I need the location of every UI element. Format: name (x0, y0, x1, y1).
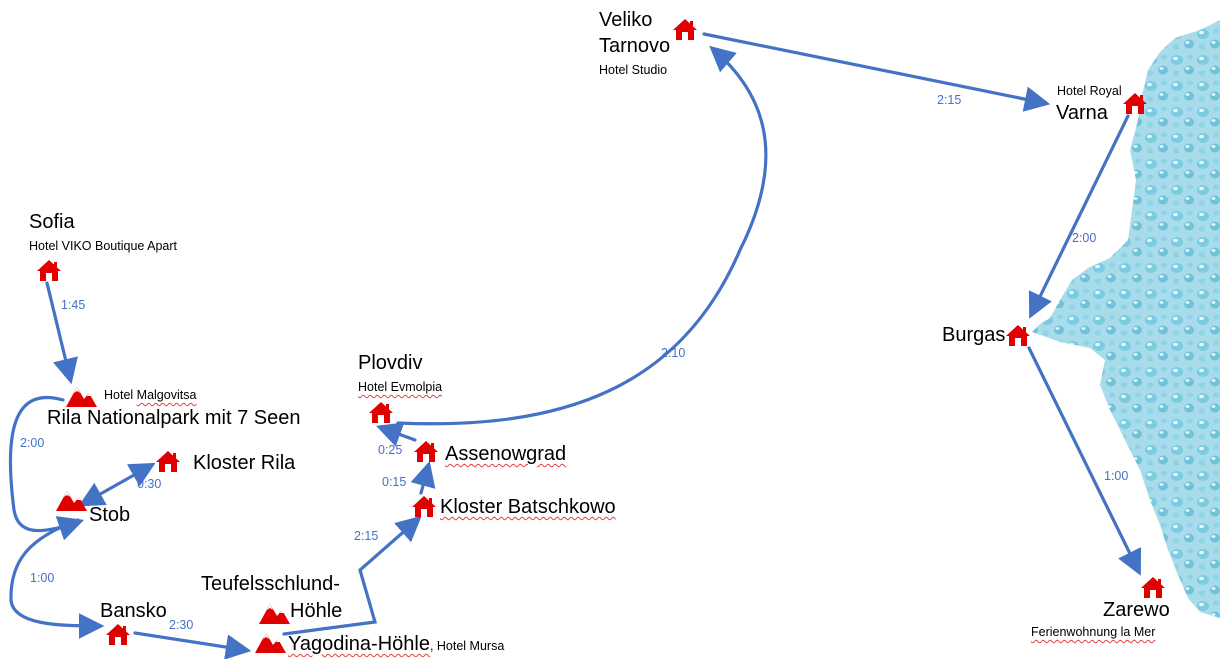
place-name-kloster-rila: Kloster Rila (193, 452, 296, 474)
route-veliko-varna (702, 32, 1051, 112)
hotel-veliko: Hotel Studio (599, 63, 668, 77)
hotel-sofia: Hotel VIKO Boutique Apart (29, 239, 178, 253)
mountain-icon (259, 604, 290, 624)
duration-burgas-zarewo: 1:00 (1104, 469, 1129, 483)
place-name-sofia: Sofia (29, 211, 75, 233)
place-name-burgas: Burgas (942, 324, 1006, 346)
hotel-rila-name: Malgovitsa (136, 388, 197, 402)
place-name-rila: Rila Nationalpark mit 7 Seen (47, 407, 301, 429)
route-rila-stob (8, 396, 85, 541)
mountain-icon (66, 387, 97, 407)
sea-area (1032, 20, 1220, 618)
route-stob-kloster (78, 462, 156, 507)
duration-sofia-rila: 1:45 (61, 298, 86, 312)
duration-veliko-varna: 2:15 (937, 93, 962, 107)
house-icon (37, 260, 61, 281)
house-icon (1006, 325, 1030, 346)
hotel-yagodina: , Hotel Mursa (429, 639, 505, 653)
duration-rila-stob: 2:00 (20, 436, 45, 450)
route-stob-bansko (9, 518, 105, 639)
mountain-icon (56, 491, 87, 511)
route-sofia-rila (45, 281, 78, 385)
place-name-yagodina: Yagodina-Höhle (288, 633, 430, 655)
place-name-stob: Stob (89, 504, 131, 526)
route-yagodina-batschkowo (282, 515, 422, 636)
place-name-assenowgrad: Assenowgrad (445, 443, 567, 465)
duration-bansko-yagodina: 2:30 (169, 618, 194, 632)
duration-yagodina-batschkowo: 2:15 (354, 529, 379, 543)
place-name-plovdiv: Plovdiv (358, 352, 423, 374)
place-name-veliko-1: Veliko (599, 9, 653, 31)
house-icon (414, 441, 438, 462)
route-burgas-zarewo (1027, 346, 1142, 576)
hotel-varna: Hotel Royal (1057, 84, 1122, 98)
duration-batschkowo-assenowgrad: 0:15 (382, 475, 407, 489)
duration-assenowgrad-plovdiv: 0:25 (378, 443, 403, 457)
house-icon (106, 624, 130, 645)
place-name-batschkowo: Kloster Batschkowo (440, 496, 616, 518)
hotel-zarewo: Ferienwohnung la Mer (1031, 625, 1156, 639)
route-varna-burgas (1028, 114, 1130, 319)
route-bansko-yagodina (133, 631, 252, 659)
house-icon (673, 19, 697, 40)
mountain-icon (255, 633, 286, 653)
duration-varna-burgas: 2:00 (1072, 231, 1097, 245)
route-batschkowo-assenowgrad (410, 460, 436, 495)
duration-plovdiv-veliko: 2:10 (661, 346, 686, 360)
hotel-rila-prefix: Hotel (104, 388, 137, 402)
place-name-teufelsschlund-2: Höhle (290, 600, 343, 622)
house-icon (369, 402, 393, 423)
duration-stob-kloster: 0:30 (137, 477, 162, 491)
place-name-teufelsschlund-1: Teufelsschlund- (201, 573, 340, 595)
house-icon (1141, 577, 1165, 598)
route-assenowgrad-plovdiv (375, 422, 417, 447)
place-yagodina: Yagodina-Höhle, Hotel Mursa (288, 632, 504, 656)
place-name-bansko: Bansko (100, 600, 167, 622)
place-name-varna: Varna (1056, 102, 1108, 124)
place-name-zarewo: Zarewo (1103, 599, 1170, 621)
hotel-plovdiv: Hotel Evmolpia (358, 380, 443, 394)
duration-stob-bansko: 1:00 (30, 571, 55, 585)
route-plovdiv-veliko (396, 45, 768, 426)
house-icon (412, 496, 436, 517)
place-name-veliko-2: Tarnovo (599, 35, 671, 57)
hotel-rila: Hotel Malgovitsa (104, 387, 196, 403)
house-icon (156, 451, 180, 472)
